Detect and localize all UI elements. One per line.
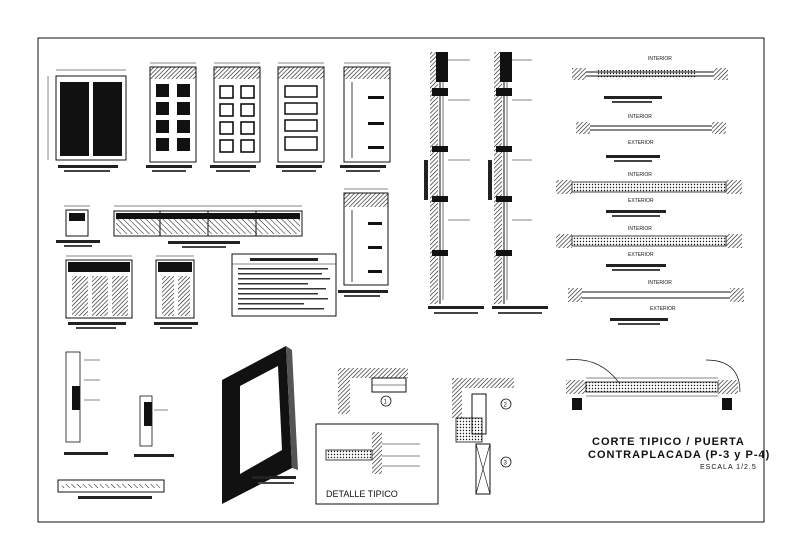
callout-2-marker <box>500 398 512 410</box>
transom-single <box>56 205 100 247</box>
door-elevation-p5 <box>338 188 389 297</box>
door-elevation-p4 <box>340 62 391 172</box>
plan-section-2: INTERIOR EXTERIOR <box>576 114 726 162</box>
window-elevation-left <box>65 255 133 329</box>
jamb-detail-center: 2 3 <box>452 378 514 495</box>
plan-section-3: INTERIOR EXTERIOR <box>556 172 742 217</box>
door-elevation-p1 <box>146 62 197 172</box>
drawing-subtitle: CONTRAPLACADA (P-3 y P-4) <box>588 449 771 461</box>
typical-door-section-plan <box>565 359 741 410</box>
callout-1-marker <box>380 395 392 407</box>
door-elevation-p2 <box>210 62 261 172</box>
exterior-label: EXTERIOR <box>628 252 654 258</box>
transom-long <box>113 205 303 248</box>
callout-3-marker <box>500 456 512 468</box>
door-frame-isometric <box>222 346 298 504</box>
vertical-section-right <box>488 52 548 314</box>
detail-caption: DETALLE TIPICO <box>326 489 398 499</box>
interior-label: INTERIOR <box>648 56 672 62</box>
door-elevation-p3 <box>276 62 325 172</box>
sheet-border <box>37 37 765 523</box>
exterior-label: EXTERIOR <box>650 306 676 312</box>
plan-section-4: INTERIOR EXTERIOR <box>556 226 742 271</box>
typical-detail-box <box>315 423 439 505</box>
callout-3: 3 <box>504 461 508 467</box>
jamb-detail-left <box>64 351 108 455</box>
sill-detail <box>57 479 165 499</box>
plan-section-5: INTERIOR EXTERIOR <box>568 280 744 325</box>
interior-label: INTERIOR <box>628 114 652 120</box>
window-elevation-right <box>154 255 198 329</box>
callout-2: 2 <box>504 403 508 409</box>
specifications-box <box>231 253 337 317</box>
plan-section-1: INTERIOR <box>572 56 728 103</box>
interior-label: INTERIOR <box>648 280 672 286</box>
head-detail-1: 1 <box>338 368 408 414</box>
door-elevation-double-glass <box>47 69 127 172</box>
callout-1: 1 <box>384 400 388 406</box>
exterior-label: EXTERIOR <box>628 140 654 146</box>
drawing-title: CORTE TIPICO / PUERTA <box>592 436 745 448</box>
jamb-detail-right <box>134 395 174 457</box>
interior-label: INTERIOR <box>628 226 652 232</box>
drawing-scale: ESCALA 1/2.5 <box>700 464 757 471</box>
interior-label: INTERIOR <box>628 172 652 178</box>
vertical-section-left <box>424 52 484 314</box>
exterior-label: EXTERIOR <box>628 198 654 204</box>
